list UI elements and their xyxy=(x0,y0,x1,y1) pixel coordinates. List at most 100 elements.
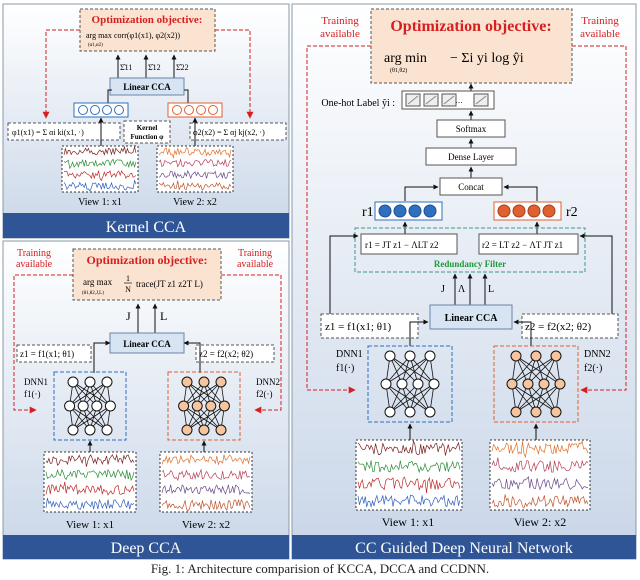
net-node xyxy=(424,406,436,418)
ccdnn-dnn1-fn: f1(·) xyxy=(336,363,354,374)
ccdnn-dnn2-fn: f2(·) xyxy=(584,363,602,374)
net-edge xyxy=(389,355,419,385)
net-node xyxy=(181,376,193,388)
net-node xyxy=(101,376,113,388)
ccdnn-dnn2-name: DNN2 xyxy=(584,349,611,360)
ccdnn-r1-eq: r1 = JT z1 − ΛLT z2 xyxy=(365,240,439,250)
kcca-objective-title: Optimization objective: xyxy=(92,14,203,26)
net-edge xyxy=(401,355,431,385)
feature-node xyxy=(196,105,206,115)
feature-node xyxy=(172,105,182,115)
signal-trace xyxy=(161,468,251,482)
net-edge xyxy=(535,355,561,385)
net-edge xyxy=(515,383,561,413)
ccdnn-objective-expr: − Σi yi log ŷi xyxy=(450,51,524,66)
kcca-phi2: φ2(x2) = Σ αj kj(x2, ·) xyxy=(193,128,265,137)
onehot-cell-mark xyxy=(407,95,419,105)
ccdnn-redundancy-box xyxy=(354,227,586,273)
ccdnn-dnn2-network xyxy=(506,350,566,418)
net-edge xyxy=(186,381,212,407)
signal-trace xyxy=(63,145,137,156)
ccdnn-objective-sub: (θ1,θ2) xyxy=(390,67,407,74)
net-node xyxy=(530,350,542,362)
kcca-linear-cca-box xyxy=(109,77,185,96)
signal-trace xyxy=(161,484,251,496)
kcca-panel-title: Kernel CCA xyxy=(106,219,187,236)
onehot-cell-mark xyxy=(475,95,487,105)
ccdnn-view1-signal xyxy=(355,439,463,511)
ccdnn-r1-label: r1 xyxy=(362,205,374,220)
net-node xyxy=(404,406,416,418)
signal-trace xyxy=(491,494,589,509)
net-node xyxy=(522,378,534,390)
r2-node xyxy=(542,204,556,218)
feature-node xyxy=(208,105,218,115)
signal-trace xyxy=(357,494,461,508)
net-node xyxy=(84,424,96,436)
r1-node xyxy=(408,204,422,218)
signal-trace xyxy=(357,476,461,494)
signal-trace xyxy=(491,457,589,473)
ccdnn-objective-title: Optimization objective: xyxy=(390,18,551,35)
net-edge xyxy=(515,355,561,385)
net-edge xyxy=(409,355,435,385)
net-edge xyxy=(385,383,431,413)
signal-trace xyxy=(45,453,135,467)
dcca-dnn2-name: DNN2 xyxy=(256,377,280,387)
net-edge xyxy=(511,383,557,413)
signal-trace xyxy=(45,481,135,496)
dcca-feedback-right xyxy=(221,274,282,414)
ccdnn-objective-argmin: arg min xyxy=(384,51,427,66)
dcca-panel-title: Deep CCA xyxy=(111,540,182,557)
kcca-phi1: φ1(x1) = Σ αi ki(x1, ·) xyxy=(12,128,84,137)
ccdnn-feedback-left xyxy=(306,45,371,394)
r2-node xyxy=(527,204,541,218)
net-node xyxy=(404,350,416,362)
dcca-dnn1-box xyxy=(53,371,127,441)
kcca-panel: Kernel CCA Optimization objective: arg m… xyxy=(2,3,290,239)
net-edge xyxy=(196,405,222,431)
signal-trace xyxy=(63,179,137,192)
net-edge xyxy=(511,355,557,385)
net-node xyxy=(84,376,96,388)
ccdnn-r2-eq: r2 = LT z2 − ΛT JT z1 xyxy=(482,240,563,250)
net-edge xyxy=(511,355,537,385)
kcca-feedback-right xyxy=(215,29,254,119)
dcca-objective-argmax: arg max xyxy=(83,277,113,287)
net-node xyxy=(218,400,230,412)
net-edge xyxy=(389,383,419,413)
kcca-objective-box xyxy=(79,8,216,52)
onehot-cell-mark xyxy=(425,95,437,105)
net-node xyxy=(428,378,440,390)
ccdnn-r2-nodes xyxy=(497,204,556,218)
net-node xyxy=(104,400,116,412)
net-edge xyxy=(389,383,435,413)
net-node xyxy=(538,378,550,390)
feature-node xyxy=(184,105,194,115)
net-node xyxy=(64,400,76,412)
ccdnn-z1: z1 = f1(x1; θ1) xyxy=(325,321,391,333)
r1-node xyxy=(423,204,437,218)
signal-trace xyxy=(158,169,232,180)
net-edge xyxy=(401,383,431,413)
net-edge xyxy=(385,355,411,385)
r1-node xyxy=(378,204,392,218)
dcca-l-label: L xyxy=(160,309,167,323)
ccdnn-softmax-label: Softmax xyxy=(456,124,487,134)
ccdnn-z2-box xyxy=(521,313,619,339)
ccdnn-softmax-box xyxy=(436,119,506,138)
ccdnn-linear-cca-label: Linear CCA xyxy=(445,313,499,324)
dcca-objective-sub: (θ1,θ2,J,L) xyxy=(82,291,104,296)
net-node xyxy=(412,378,424,390)
dcca-z1: z1 = f1(x1; θ1) xyxy=(20,349,74,359)
r1-node xyxy=(393,204,407,218)
net-edge xyxy=(183,405,222,431)
kcca-sigma22: Σ̂22 xyxy=(176,63,189,72)
net-edge xyxy=(72,381,98,407)
ccdnn-view2-signal xyxy=(489,439,591,511)
signal-trace xyxy=(63,158,137,170)
kcca-feature-box-2 xyxy=(167,102,223,118)
